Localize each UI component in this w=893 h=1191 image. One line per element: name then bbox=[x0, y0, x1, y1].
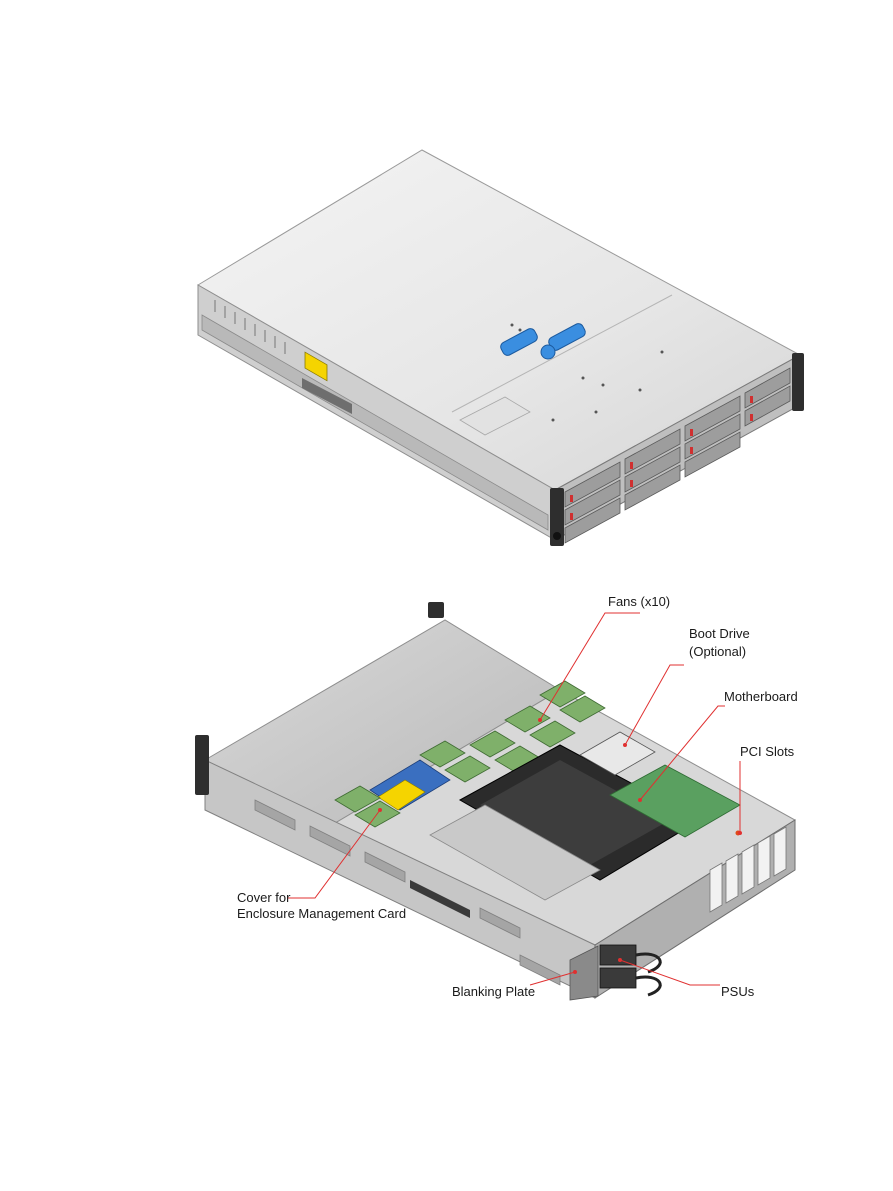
open-rack-ear-left bbox=[195, 735, 209, 795]
blanking-plate-leader bbox=[529, 971, 576, 986]
rack-ear-right bbox=[792, 353, 804, 411]
label-pci-slots: PCI Slots bbox=[740, 744, 795, 759]
rail-bracket bbox=[302, 378, 352, 414]
label-motherboard: Motherboard bbox=[724, 689, 798, 704]
psus-leader bbox=[619, 959, 720, 986]
open-rack-ear-top bbox=[428, 602, 444, 618]
blanking-plate bbox=[569, 945, 599, 1001]
label-fans: Fans (x10) bbox=[608, 594, 670, 609]
label-psus: PSUs bbox=[721, 984, 755, 999]
pci-slot-brackets bbox=[709, 826, 787, 913]
callout-leaders bbox=[288, 612, 741, 986]
drive-release-tabs bbox=[570, 396, 753, 520]
boot-drive bbox=[579, 731, 656, 776]
side-rail-slot bbox=[410, 880, 470, 918]
label-blanking-plate: Blanking Plate bbox=[452, 984, 535, 999]
rack-ear-screw bbox=[553, 532, 561, 540]
lid-release-latch bbox=[500, 323, 586, 360]
label-boot-drive-optional: (Optional) bbox=[689, 644, 746, 659]
psu-units bbox=[599, 944, 662, 997]
warning-label bbox=[304, 351, 328, 382]
fan-modules bbox=[334, 680, 606, 828]
fans-leader bbox=[539, 612, 640, 721]
lid-seam bbox=[451, 294, 673, 413]
psu-housing bbox=[429, 804, 601, 901]
lid-screws bbox=[510, 323, 664, 422]
side-wall-cutouts bbox=[254, 799, 561, 986]
cover-leader bbox=[288, 809, 381, 899]
air-shroud-highlight bbox=[480, 760, 670, 865]
lid-access-panel bbox=[459, 396, 531, 436]
side-vent-ticks bbox=[214, 300, 286, 354]
boot-drive-leader bbox=[624, 664, 684, 746]
open-server-chassis bbox=[195, 602, 796, 1001]
drive-bays-front bbox=[564, 367, 791, 544]
label-cover-for: Cover for bbox=[237, 890, 291, 905]
motherboard-leader bbox=[639, 705, 725, 801]
label-boot-drive: Boot Drive bbox=[689, 626, 750, 641]
emc-warning-label bbox=[377, 779, 426, 811]
closed-server-chassis bbox=[197, 149, 804, 546]
callout-leader-endpoints bbox=[378, 718, 742, 974]
label-enclosure-management-card: Enclosure Management Card bbox=[237, 906, 406, 921]
rack-ear-left bbox=[550, 488, 564, 546]
side-rail bbox=[201, 314, 549, 531]
